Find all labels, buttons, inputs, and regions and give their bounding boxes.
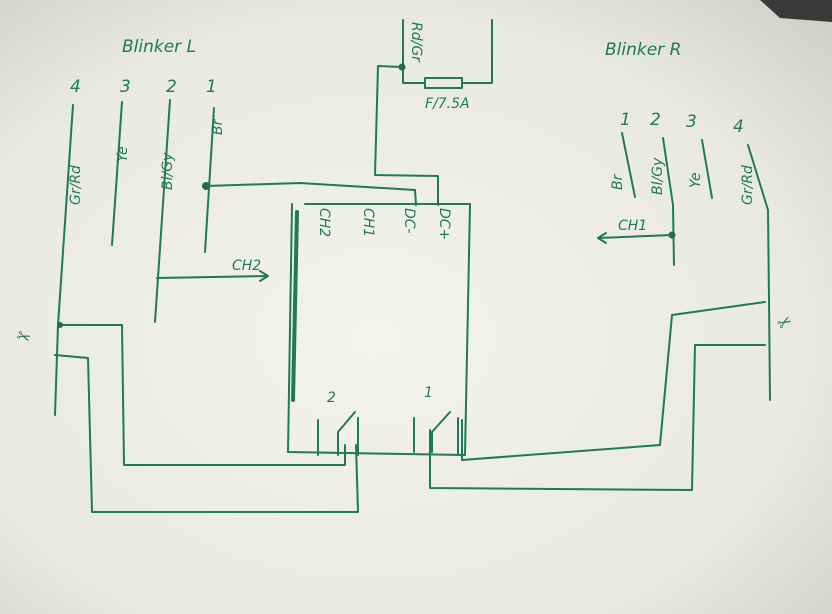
left-pin-2: 2 — [166, 77, 177, 97]
left-wire-1 — [204, 107, 215, 253]
left-feed-wire-2 — [54, 354, 359, 513]
junction-dot — [57, 322, 63, 328]
right-wire-2 — [662, 137, 675, 266]
left-wire-2 — [154, 99, 171, 323]
right-output-label: CH1 — [618, 218, 647, 234]
relay-2-label: 2 — [327, 390, 336, 406]
module-outline — [287, 203, 471, 456]
right-color-4: Gr/Rd — [740, 165, 756, 205]
terminal-ch2: CH2 — [316, 208, 332, 237]
left-color-1: Br — [210, 118, 226, 135]
right-pin-2: 2 — [650, 110, 661, 130]
fuse-label: F/7.5A — [425, 96, 470, 112]
svg-text:✂: ✂ — [13, 326, 33, 350]
left-feed-wire-1 — [59, 324, 346, 466]
right-pin-3: 3 — [686, 112, 697, 132]
left-blinker-title: Blinker L — [122, 37, 196, 57]
right-color-1: Br — [610, 173, 626, 190]
scissors-icon-left: ✂ — [13, 326, 33, 350]
right-blinker: Blinker R 1 2 3 4 Br Bl/Gy Ye Gr/Rd CH1 — [597, 40, 771, 401]
left-blinker: Blinker L 4 3 2 1 Gr/Rd Ye Bl/Gy Br CH2 — [54, 37, 269, 416]
left-pin-1: 1 — [206, 77, 217, 97]
right-feed-wire-2 — [429, 344, 766, 491]
right-wire-4 — [747, 144, 771, 401]
relay-2 — [317, 411, 359, 456]
left-ch-output-wire — [156, 270, 269, 282]
dc-minus-wire — [205, 182, 417, 206]
terminal-dc-plus: DC+ — [436, 208, 452, 240]
right-color-2: Bl/Gy — [650, 157, 666, 195]
dc-plus-wire — [374, 65, 439, 206]
left-wire-3 — [111, 101, 123, 246]
left-color-3: Ye — [115, 146, 131, 162]
left-pin-4: 4 — [70, 77, 81, 97]
right-pin-1: 1 — [620, 110, 631, 130]
left-output-label: CH2 — [232, 258, 261, 274]
desk-corner — [760, 0, 832, 22]
terminal-ch1: CH1 — [360, 208, 376, 237]
left-color-2: Bl/Gy — [160, 152, 176, 190]
left-pin-3: 3 — [120, 77, 131, 97]
fuse-icon — [424, 77, 463, 89]
right-wire-3 — [701, 139, 713, 199]
power-wire-color: Rd/Gr — [408, 22, 424, 63]
relay-1 — [413, 411, 459, 456]
right-ch-output-wire — [597, 232, 673, 244]
right-blinker-title: Blinker R — [605, 40, 681, 60]
right-pin-4: 4 — [733, 117, 744, 137]
flasher-module: CH2 CH1 DC- DC+ 2 1 — [287, 203, 471, 456]
right-color-3: Ye — [688, 172, 704, 188]
power-section: F/7.5A Rd/Gr — [205, 19, 493, 206]
right-feed-wire-1 — [461, 301, 766, 461]
right-wire-1 — [621, 132, 636, 198]
terminal-dc-minus: DC- — [401, 208, 417, 234]
module-edge — [291, 210, 299, 402]
left-color-4: Gr/Rd — [68, 165, 84, 205]
relay-1-label: 1 — [424, 385, 433, 401]
power-wire — [402, 19, 493, 84]
